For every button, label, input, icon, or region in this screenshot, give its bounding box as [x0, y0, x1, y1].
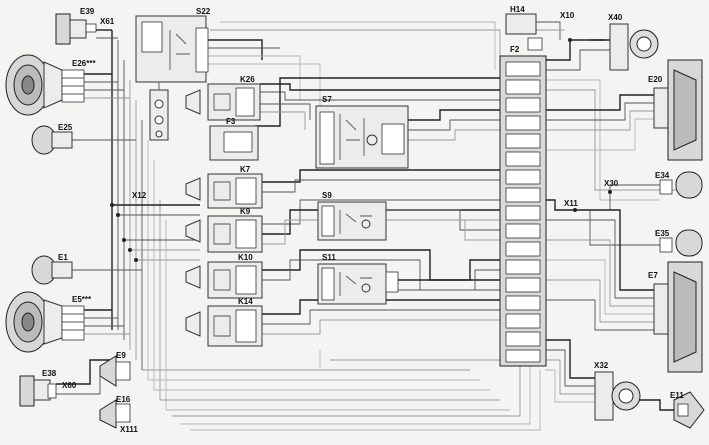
label-e1: E1	[58, 253, 68, 262]
relay-k26: K26	[185, 75, 261, 121]
relay-k7: K7	[185, 165, 263, 209]
connector-x40: X40	[608, 13, 659, 71]
label-k14: K14	[238, 297, 253, 306]
label-x60: X60	[62, 381, 77, 390]
fuse-block-f2: F2	[499, 45, 547, 367]
connector-x12	[110, 203, 138, 262]
label-e38: E38	[42, 369, 57, 378]
lamp-e35: E35	[655, 229, 703, 257]
headlamp-e5: E5***	[5, 291, 92, 353]
label-x32: X32	[594, 361, 609, 370]
label-e11: E11	[670, 391, 684, 400]
label-x30: X30	[604, 179, 619, 188]
lamp-e9: E9	[99, 351, 131, 387]
switch-s11: S11	[317, 253, 399, 305]
relay-k9: K9	[185, 207, 263, 253]
indicator-h14: H14	[505, 5, 543, 51]
label-x111: X111	[120, 425, 138, 434]
label-e25: E25	[58, 123, 73, 132]
headlamp-e26: E26***	[5, 54, 96, 116]
switch-s7: S7	[315, 95, 409, 169]
label-e7: E7	[648, 271, 658, 280]
lamp-e16: E16 X111	[99, 395, 138, 434]
label-x12: X12	[132, 191, 147, 200]
label-e35: E35	[655, 229, 670, 238]
connector-x11	[573, 208, 577, 212]
fuse-slots	[505, 61, 541, 363]
label-x11: X11	[564, 199, 578, 208]
lamp-e1: E1	[31, 253, 73, 285]
label-k9: K9	[240, 207, 251, 216]
label-e39: E39	[80, 7, 95, 16]
label-e20: E20	[648, 75, 663, 84]
lamp-e11: E11	[670, 391, 705, 429]
taillamp-e20: E20	[648, 59, 703, 161]
connector-x30	[608, 190, 612, 194]
lamp-e34: E34	[655, 171, 703, 199]
label-k26: K26	[240, 75, 255, 84]
label-k10: K10	[238, 253, 253, 262]
wiring-harness	[56, 21, 680, 431]
label-e26: E26***	[72, 59, 96, 68]
lamp-e39: E39 X61	[55, 7, 115, 45]
label-e5: E5***	[72, 295, 92, 304]
label-s7: S7	[322, 95, 332, 104]
label-e9: E9	[116, 351, 126, 360]
label-h14: H14	[510, 5, 525, 14]
switch-s9: S9	[317, 191, 387, 241]
relay-k14: K14	[185, 297, 263, 347]
taillamp-e7: E7	[648, 261, 703, 373]
label-x61: X61	[100, 17, 115, 26]
label-s11: S11	[322, 253, 336, 262]
lamp-e38: E38 X60	[19, 369, 77, 407]
label-x40: X40	[608, 13, 623, 22]
lamp-e25: E25	[31, 123, 73, 155]
label-e16: E16	[116, 395, 131, 404]
label-f2: F2	[510, 45, 520, 54]
label-f3: F3	[226, 117, 236, 126]
label-k7: K7	[240, 165, 251, 174]
label-x10: X10	[560, 11, 575, 20]
label-e34: E34	[655, 171, 670, 180]
switch-s22: S22	[135, 7, 211, 141]
label-s9: S9	[322, 191, 332, 200]
connector-x10	[568, 38, 572, 42]
connector-x32: X32	[594, 361, 641, 421]
fuse-f3: F3	[209, 117, 259, 161]
relay-k10: K10	[185, 253, 263, 299]
label-s22: S22	[196, 7, 211, 16]
